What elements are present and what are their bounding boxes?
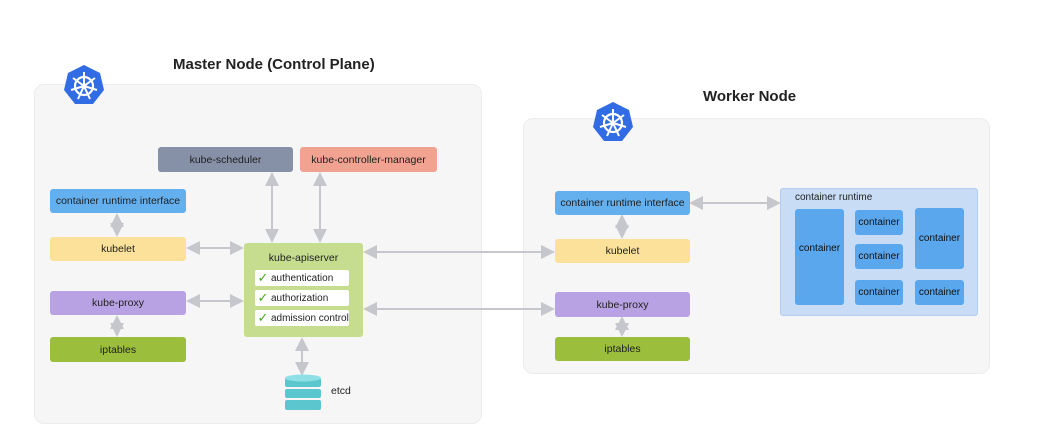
- master-kube-proxy-box: kube-proxy: [50, 291, 186, 315]
- kube-apiserver-title: kube-apiserver: [268, 252, 339, 264]
- checkmark-icon: ✓: [257, 310, 269, 325]
- check-authentication-label: authentication: [271, 272, 334, 284]
- container-3: container: [855, 280, 903, 305]
- container-5: container: [915, 280, 964, 305]
- container-2: container: [855, 244, 903, 269]
- kube-controller-manager-box: kube-controller-manager: [300, 147, 437, 172]
- master-cri-box: container runtime interface: [50, 189, 186, 213]
- master-iptables-box: iptables: [50, 337, 186, 362]
- kubernetes-logo-master-icon: [64, 65, 104, 104]
- worker-node-title: Worker Node: [703, 88, 797, 105]
- container-runtime-title: container runtime: [795, 192, 873, 203]
- container-1: container: [855, 210, 903, 235]
- check-authentication: ✓ authentication: [255, 270, 349, 286]
- master-kubelet-box: kubelet: [50, 237, 186, 261]
- kubernetes-logo-worker-icon: [593, 102, 633, 141]
- checkmark-icon: ✓: [257, 270, 269, 285]
- etcd-database-icon: [285, 374, 321, 410]
- check-admission-control-label: admission control: [271, 312, 349, 324]
- worker-iptables-box: iptables: [555, 337, 690, 361]
- worker-kubelet-box: kubelet: [555, 239, 690, 263]
- worker-kube-proxy-box: kube-proxy: [555, 292, 690, 317]
- container-large: container: [795, 209, 844, 305]
- container-tall: container: [915, 208, 964, 269]
- checkmark-icon: ✓: [257, 290, 269, 305]
- worker-cri-box: container runtime interface: [555, 191, 690, 215]
- etcd-label: etcd: [331, 385, 351, 397]
- master-node-title: Master Node (Control Plane): [173, 56, 375, 73]
- container-runtime-box: container runtime container container co…: [780, 188, 978, 316]
- kube-scheduler-box: kube-scheduler: [158, 147, 293, 172]
- kube-apiserver-box: kube-apiserver ✓ authentication ✓ author…: [244, 243, 363, 337]
- check-authorization-label: authorization: [271, 292, 329, 304]
- check-admission-control: ✓ admission control: [255, 310, 349, 326]
- check-authorization: ✓ authorization: [255, 290, 349, 306]
